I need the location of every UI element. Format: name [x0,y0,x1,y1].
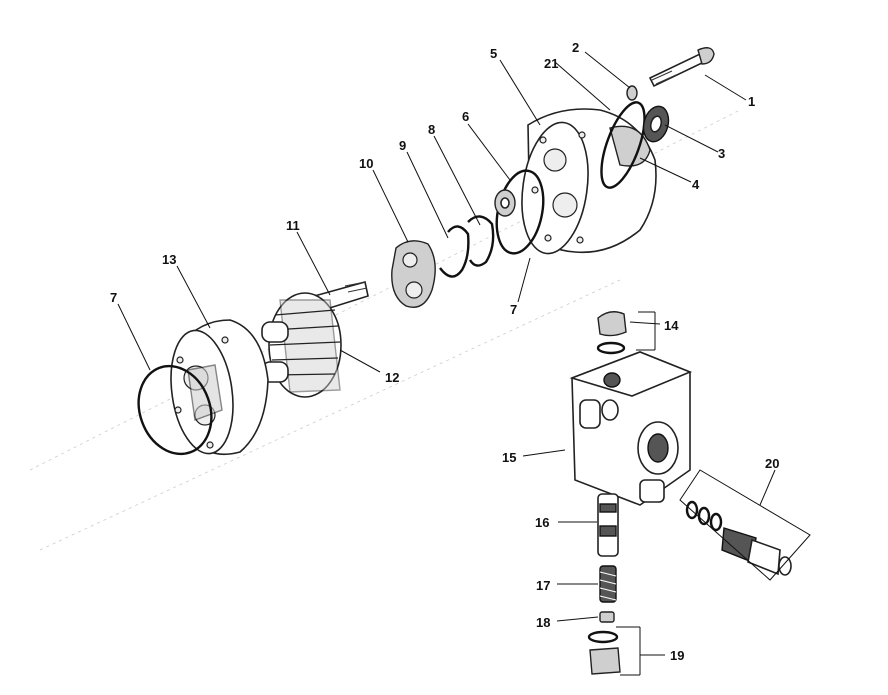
callout-19: 19 [670,648,684,663]
wire-ring-9 [439,225,470,278]
rear-housing [521,108,657,255]
callout-17: 17 [536,578,550,593]
callout-15: 15 [502,450,516,465]
relief-valve-cartridge [685,500,792,576]
shaft-seal [642,105,670,143]
callout-7-rear: 7 [510,302,517,317]
spring [599,565,617,603]
front-housing [170,319,269,456]
wire-ring-8 [467,215,495,267]
bushing [494,189,516,217]
callout-2: 2 [572,40,579,55]
o-ring-7-front [137,364,213,456]
callout-16: 16 [535,515,549,530]
callout-4: 4 [692,177,700,192]
bolt [648,47,715,88]
plug-19 [587,630,621,675]
callout-8: 8 [428,122,435,137]
callout-18: 18 [536,615,550,630]
callout-13: 13 [162,252,176,267]
callout-3: 3 [718,146,725,161]
valve-body [569,351,693,506]
callout-12: 12 [385,370,399,385]
callout-1: 1 [748,94,755,109]
leader-lines [117,51,776,676]
callout-20: 20 [765,456,779,471]
callout-21: 21 [544,56,558,71]
group-outline-20 [679,469,811,581]
callout-6: 6 [462,109,469,124]
washer [626,85,638,101]
callout-7-front: 7 [110,290,117,305]
plug-14 [596,311,627,355]
callout-5: 5 [490,46,497,61]
o-ring-21 [600,101,646,189]
callout-14: 14 [664,318,679,333]
shim [599,611,615,623]
explosion-axis-line-lower [39,279,621,551]
callout-11: 11 [286,218,300,233]
spool [597,493,619,557]
callout-9: 9 [399,138,406,153]
callout-10: 10 [359,156,373,171]
drive-gear-assembly [261,281,369,398]
wear-plate [391,240,436,308]
